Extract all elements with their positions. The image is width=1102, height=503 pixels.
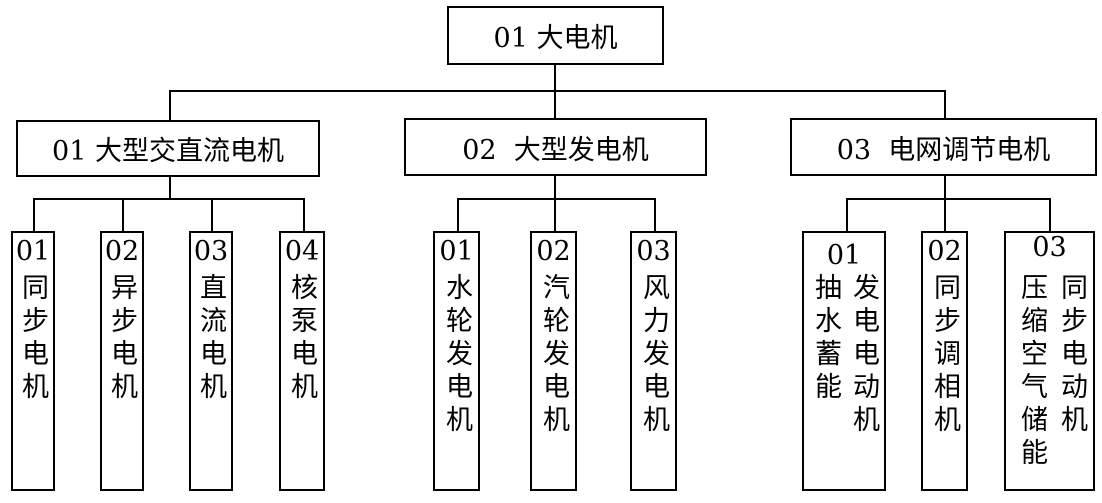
- category-node-2: 02 大型发电机: [404, 118, 707, 176]
- leaf-number: 03: [1032, 232, 1067, 263]
- leaf-number: 01: [15, 236, 51, 267]
- connector-cat1-leaf2: [122, 198, 124, 233]
- leaf-node: 01 发电电动机 抽水蓄能: [802, 231, 886, 491]
- leaf-node: 01 水轮发电机: [433, 231, 480, 491]
- connector-cat3-up: [944, 90, 946, 120]
- leaf-node: 03 风力发电机: [630, 231, 677, 491]
- leaf-number: 03: [636, 236, 671, 267]
- leaf-number: 04: [284, 236, 320, 267]
- leaf-text: 抽水蓄能: [810, 273, 841, 405]
- category-label: 02 大型发电机: [462, 134, 649, 166]
- root-node: 01 大电机: [447, 6, 664, 65]
- connector-cat2-down: [554, 176, 556, 200]
- connector-cat1-up: [169, 90, 171, 122]
- leaf-text: 核泵电机: [286, 273, 317, 405]
- leaf-text: 水轮发电机: [441, 273, 472, 438]
- leaf-number: 01: [826, 240, 862, 271]
- leaf-node: 04 核泵电机: [279, 231, 325, 491]
- leaf-number: 02: [927, 236, 962, 267]
- leaf-text: 风力发电机: [638, 273, 669, 438]
- root-label: 01 大电机: [493, 23, 618, 54]
- leaf-node: 03 直流电机: [189, 231, 233, 491]
- connector-cat1-down: [169, 176, 171, 200]
- connector-cat3-bus: [846, 198, 1051, 200]
- connector-cat3-down: [944, 176, 946, 200]
- connector-cat2-leaf3: [654, 198, 656, 233]
- leaf-node: 02 汽轮发电机: [530, 231, 577, 491]
- leaf-text: 同步调相机: [929, 273, 960, 438]
- connector-cat3-leaf1: [846, 198, 848, 233]
- leaf-node: 03 同步电动机 压缩空气储能: [1004, 231, 1095, 491]
- leaf-text: 同步电机: [17, 273, 48, 405]
- category-node-3: 03 电网调节电机: [790, 118, 1097, 176]
- connector-cat2-bus: [457, 198, 656, 200]
- connector-root-down: [554, 64, 556, 92]
- connector-cat1-bus: [33, 198, 305, 200]
- connector-cat1-leaf4: [303, 198, 305, 233]
- connector-cat1-leaf3: [211, 198, 213, 233]
- leaf-text: 发电电动机: [848, 273, 879, 438]
- category-node-1: 01 大型交直流电机: [16, 120, 320, 177]
- leaf-number: 03: [193, 236, 229, 267]
- connector-cat3-leaf2: [944, 198, 946, 233]
- leaf-text: 压缩空气储能: [1016, 273, 1047, 471]
- leaf-node: 02 异步电机: [100, 231, 144, 491]
- leaf-text: 直流电机: [195, 273, 226, 405]
- connector-root-bus: [169, 90, 946, 92]
- leaf-text: 同步电动机: [1056, 273, 1087, 438]
- leaf-node: 02 同步调相机: [921, 231, 968, 491]
- connector-cat3-leaf3: [1049, 198, 1051, 233]
- category-label: 01 大型交直流电机: [52, 136, 284, 167]
- connector-cat1-leaf1: [33, 198, 35, 233]
- connector-cat2-leaf2: [554, 198, 556, 233]
- leaf-number: 02: [536, 236, 571, 267]
- connector-cat2-up: [554, 90, 556, 120]
- leaf-node: 01 同步电机: [11, 231, 55, 491]
- leaf-text: 异步电机: [106, 273, 137, 405]
- category-label: 03 电网调节电机: [836, 134, 1051, 166]
- leaf-number: 02: [104, 236, 140, 267]
- leaf-text: 汽轮发电机: [538, 273, 569, 438]
- connector-cat2-leaf1: [457, 198, 459, 233]
- leaf-number: 01: [439, 236, 474, 267]
